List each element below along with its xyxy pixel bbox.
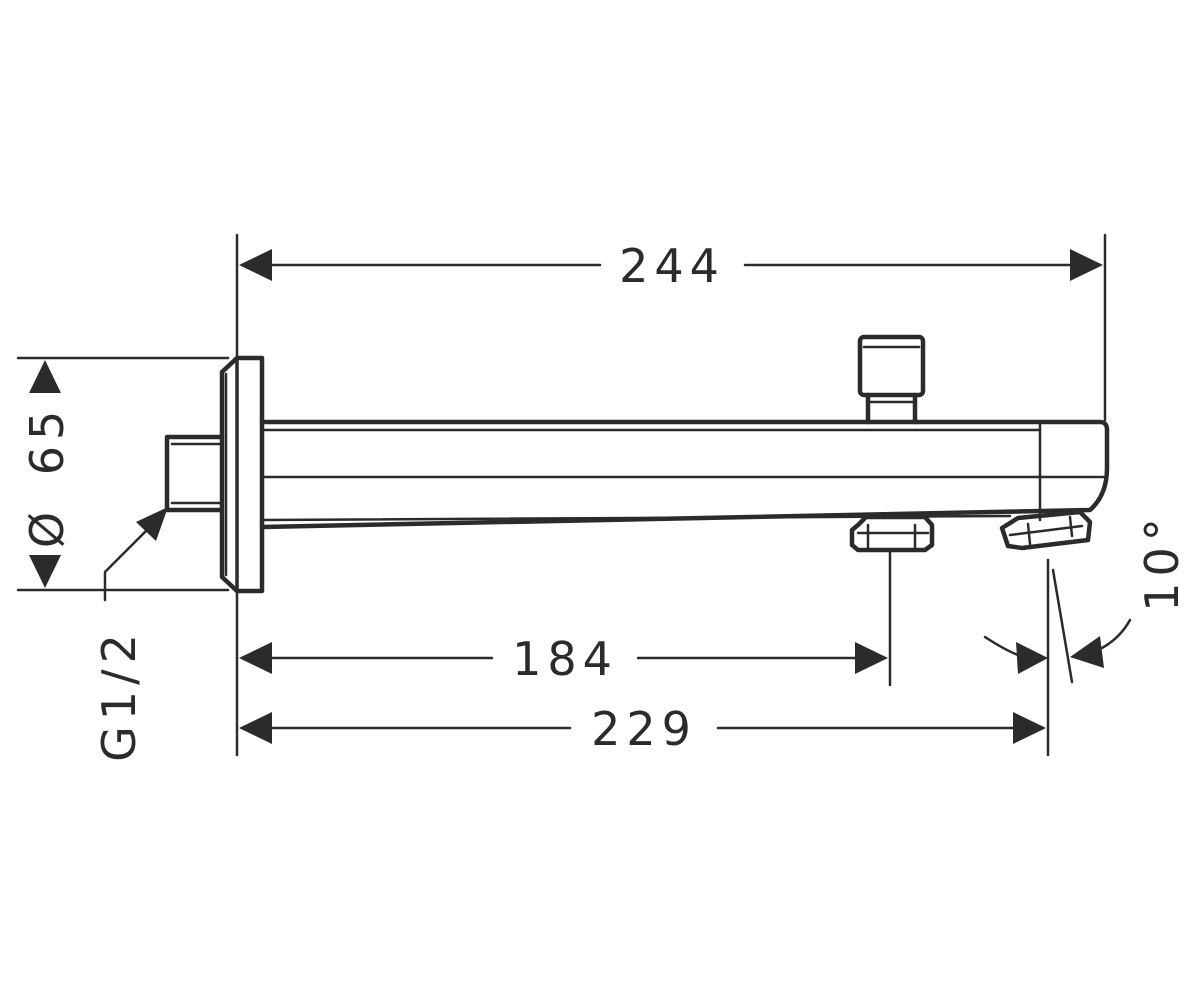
aerator-outlet bbox=[999, 509, 1093, 551]
thread-leader bbox=[103, 507, 168, 602]
dimension-label-229: 229 bbox=[591, 702, 697, 756]
dimension-244 bbox=[239, 249, 1103, 281]
dimension-diameter-65 bbox=[29, 360, 61, 588]
arrow-184-left bbox=[239, 642, 272, 674]
dimension-184 bbox=[239, 642, 888, 674]
dimension-label-244: 244 bbox=[619, 239, 725, 293]
arrow-184-right bbox=[855, 642, 888, 674]
diverter-knob bbox=[857, 334, 926, 425]
arrow-244-left bbox=[239, 249, 272, 281]
aerator-line-2 bbox=[1026, 522, 1032, 546]
spout-outline bbox=[259, 419, 1110, 530]
angle-arc-left bbox=[983, 635, 1020, 657]
aerator-line-3 bbox=[1068, 515, 1074, 538]
dimension-229 bbox=[239, 712, 1046, 744]
aerator-outline bbox=[999, 509, 1093, 551]
thread-leader-arrow bbox=[136, 507, 168, 541]
thread-label: G1/2 bbox=[92, 628, 146, 762]
diverter-knob-cap bbox=[857, 334, 926, 398]
hose-connector bbox=[849, 514, 935, 553]
dimension-label-65: 65 bbox=[20, 405, 74, 476]
arrow-65-bottom bbox=[29, 555, 61, 588]
arrow-229-right bbox=[1013, 712, 1046, 744]
thread-leader-line bbox=[103, 520, 157, 602]
arrow-244-right bbox=[1070, 249, 1103, 281]
angle-label: 10° bbox=[1135, 512, 1189, 612]
wall-flange bbox=[219, 355, 265, 594]
spout-body bbox=[259, 419, 1110, 530]
arrow-angle-left bbox=[1016, 642, 1048, 674]
dimension-label-184: 184 bbox=[512, 632, 618, 686]
arrow-229-left bbox=[239, 712, 272, 744]
angle-arc-right bbox=[1100, 618, 1132, 650]
diameter-symbol: Ø bbox=[20, 506, 74, 548]
threaded-connector bbox=[164, 434, 225, 513]
outlet-angle-line bbox=[1051, 568, 1074, 684]
hose-connector-nut bbox=[849, 514, 935, 553]
arrow-65-top bbox=[29, 360, 61, 393]
connector-outline bbox=[164, 434, 225, 513]
arrow-angle-right bbox=[1070, 636, 1104, 668]
flange-outline bbox=[219, 355, 265, 594]
dimension-angle-10 bbox=[983, 618, 1132, 674]
